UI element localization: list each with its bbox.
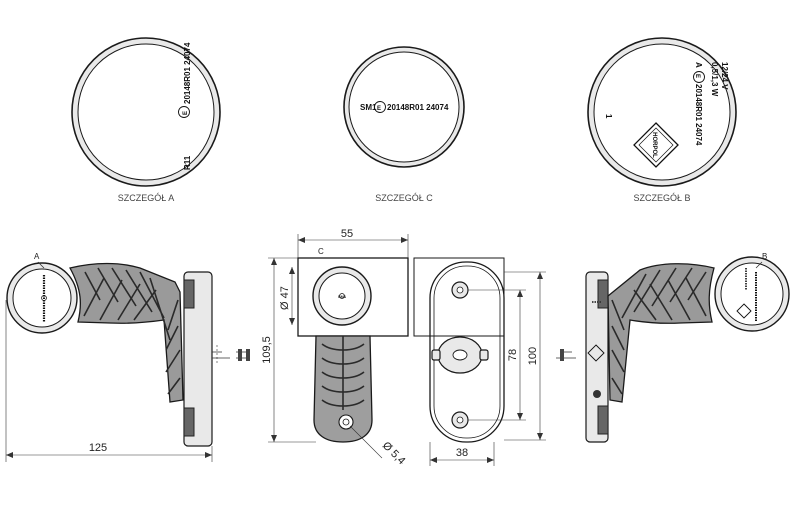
front-lens-marking: SM1: [338, 294, 347, 299]
detail-a-marking-line2: 20148R01 24074: [183, 42, 192, 104]
base-view: 38 78 100: [413, 257, 546, 466]
horpol-logo: HORPOL: [633, 122, 679, 168]
detail-b-prefix: A: [694, 62, 703, 68]
detail-b-power: 0,5/1,3 W: [710, 62, 719, 97]
detail-c-approval-mark: E: [377, 106, 381, 112]
dimension-height: 109,5: [261, 336, 273, 364]
dimension-diameter: Ø 47: [279, 286, 291, 310]
detail-c-caption: SZCZEGÓŁ C: [375, 193, 433, 203]
detail-b-voltage: 12/24 V: [720, 62, 729, 90]
dimension-length: 125: [89, 442, 107, 454]
detail-c-marking-code: 20148R01 24074: [387, 103, 449, 112]
detail-a: R11 E 20148R01 24074 SZCZEGÓŁ A: [71, 37, 221, 203]
side-view-left: A 125: [5, 252, 250, 462]
detail-a-caption: SZCZEGÓŁ A: [118, 193, 175, 203]
detail-c: SM1 E 20148R01 24074 SZCZEGÓŁ C: [343, 46, 465, 203]
detail-b-approval-mark: E: [694, 74, 700, 78]
detail-a-marking-line1: R11: [183, 155, 192, 170]
side-view-right: B: [556, 252, 790, 443]
view-label-c: C: [318, 247, 324, 256]
view-label-a: A: [34, 252, 40, 261]
dimension-width-top: 55: [341, 228, 353, 240]
dimension-base-height: 100: [527, 347, 539, 365]
detail-b: 12/24 V 0,5/1,3 W A E 20148R01 24074 1 H…: [587, 37, 737, 203]
view-label-b: B: [762, 252, 767, 261]
detail-a-approval-mark: E: [183, 111, 189, 115]
detail-b-number: 1: [604, 114, 613, 119]
horpol-logo-text: HORPOL: [651, 132, 657, 158]
dimension-hole-spacing: 78: [507, 349, 519, 361]
front-view: SM1 C 55 Ø 47 109,5 Ø 5,4: [261, 228, 409, 468]
detail-b-code: 20148R01 24074: [694, 84, 703, 146]
dimension-base-width: 38: [456, 447, 468, 459]
detail-c-marking-prefix: SM1: [360, 103, 377, 112]
detail-b-caption: SZCZEGÓŁ B: [633, 193, 690, 203]
dimension-hole: Ø 5,4: [380, 440, 408, 468]
